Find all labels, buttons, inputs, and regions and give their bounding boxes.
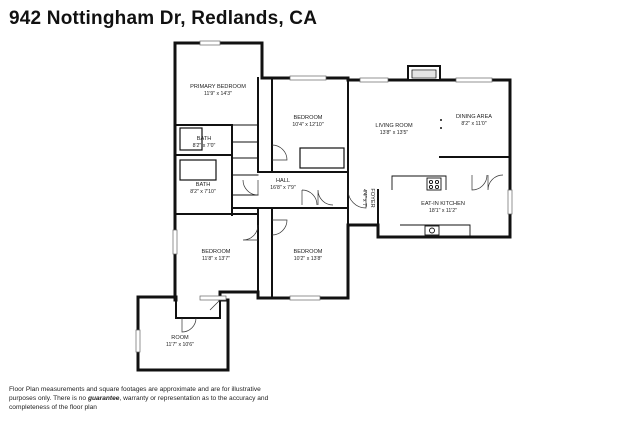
room-name-bath-1: BATH <box>197 136 212 142</box>
room-name-bedroom-2: BEDROOM <box>202 249 231 255</box>
fireplace-icon <box>407 65 441 81</box>
small-dots <box>440 119 453 158</box>
room-labels: PRIMARY BEDROOM 11'9" x 14'3" BEDROOM 10… <box>166 84 492 348</box>
room-name-foyer: FOYER <box>369 188 375 207</box>
room-name-bedroom-1: BEDROOM <box>294 115 323 121</box>
page-title: 942 Nottingham Dr, Redlands, CA <box>9 8 318 29</box>
room-dims-bedroom-3: 10'2" x 13'8" <box>294 256 323 262</box>
closets <box>179 127 345 181</box>
walls <box>136 41 512 372</box>
room-dims-bedroom-2: 11'8" x 13'7" <box>202 256 230 262</box>
kitchen-counters <box>391 175 471 236</box>
room-dims-foyer: 4'4" x 7' <box>361 189 367 207</box>
room-dims-primary-bedroom: 11'9" x 14'3" <box>204 91 232 97</box>
room-name-dining-area: DINING AREA <box>456 114 492 120</box>
room-name-primary-bedroom: PRIMARY BEDROOM <box>190 84 246 90</box>
room-name-eat-in-kitchen: EAT-IN KITCHEN <box>421 201 465 207</box>
disclaimer: Floor Plan measurements and square foota… <box>9 386 279 412</box>
room-dims-living-room: 13'8" x 13'5" <box>380 130 409 136</box>
disclaimer-text-end: , warranty or representation as to the a… <box>9 394 269 411</box>
room-name-living-room: LIVING ROOM <box>375 123 413 129</box>
room-dims-bath-2: 8'2" x 7'10" <box>190 189 216 195</box>
room-dims-bath-1: 8'2" x 7'0" <box>193 143 216 149</box>
room-name-bath-2: BATH <box>196 182 211 188</box>
doors <box>181 144 504 333</box>
room-dims-eat-in-kitchen: 18'1" x 11'2" <box>429 208 457 214</box>
room-dims-bedroom-1: 10'4" x 12'10" <box>292 122 323 128</box>
room-name-bedroom-3: BEDROOM <box>294 249 323 255</box>
disclaimer-emphasis: guarantee <box>87 394 120 402</box>
room-dims-hall: 16'8" x 7'9" <box>270 185 296 191</box>
room-dims-room: 11'7" x 10'6" <box>166 342 194 348</box>
disclaimer-text: Floor Plan measurements and square foota… <box>9 386 261 402</box>
room-dims-dining-area: 8'2" x 11'0" <box>461 121 486 127</box>
room-name-hall: HALL <box>276 178 290 184</box>
windows <box>135 40 513 353</box>
room-name-room: ROOM <box>171 335 189 341</box>
